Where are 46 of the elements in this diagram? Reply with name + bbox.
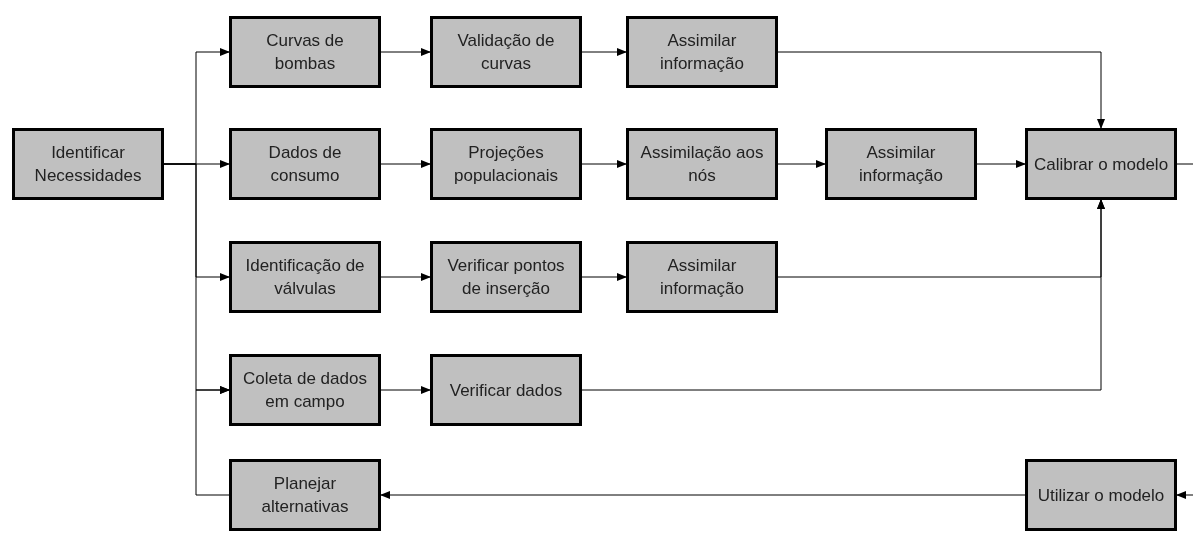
process-box	[626, 16, 778, 88]
box-label: Projeções populacionais	[453, 142, 559, 187]
box-label: Identificação de válvulas	[244, 255, 366, 300]
arrow	[380, 491, 1026, 499]
box-label: Assimilar informação	[658, 30, 746, 75]
process-box	[229, 128, 381, 200]
arrow	[581, 273, 627, 281]
arrow	[581, 160, 627, 168]
process-box	[229, 16, 381, 88]
box-label: Dados de consumo	[267, 142, 343, 187]
process-box	[430, 241, 582, 313]
process-box	[229, 241, 381, 313]
box-label: Assimilar informação	[857, 142, 945, 187]
arrow	[380, 48, 431, 56]
box-label: Calibrar o modelo	[1033, 153, 1169, 176]
process-box	[229, 354, 381, 426]
arrow	[976, 160, 1026, 168]
process-box	[430, 16, 582, 88]
box-label: Planejar alternativas	[260, 473, 350, 518]
process-box	[430, 128, 582, 200]
box-label: Coleta de dados em campo	[242, 368, 368, 413]
box-label: Verificar pontos de inserção	[446, 255, 566, 300]
box-label: Verificar dados	[449, 379, 563, 402]
process-box	[12, 128, 164, 200]
box-label: Assimilação aos nós	[639, 142, 765, 187]
process-box	[825, 128, 977, 200]
box-label: Validação de curvas	[456, 30, 556, 75]
process-box	[430, 354, 582, 426]
arrow	[777, 51, 1105, 129]
box-label: Identificar Necessidades	[33, 142, 143, 187]
process-box	[1025, 128, 1177, 200]
process-box	[626, 241, 778, 313]
arrow	[195, 386, 230, 496]
arrow	[1176, 491, 1193, 499]
arrow	[380, 273, 431, 281]
box-label: Assimilar informação	[658, 255, 746, 300]
arrow	[380, 386, 431, 394]
process-box	[626, 128, 778, 200]
arrow	[581, 199, 1105, 391]
arrow	[777, 160, 826, 168]
arrow	[380, 160, 431, 168]
process-box	[1025, 459, 1177, 531]
box-label: Curvas de bombas	[265, 30, 345, 75]
process-box	[229, 459, 381, 531]
box-label: Utilizar o modelo	[1037, 484, 1165, 507]
arrow	[581, 48, 627, 56]
